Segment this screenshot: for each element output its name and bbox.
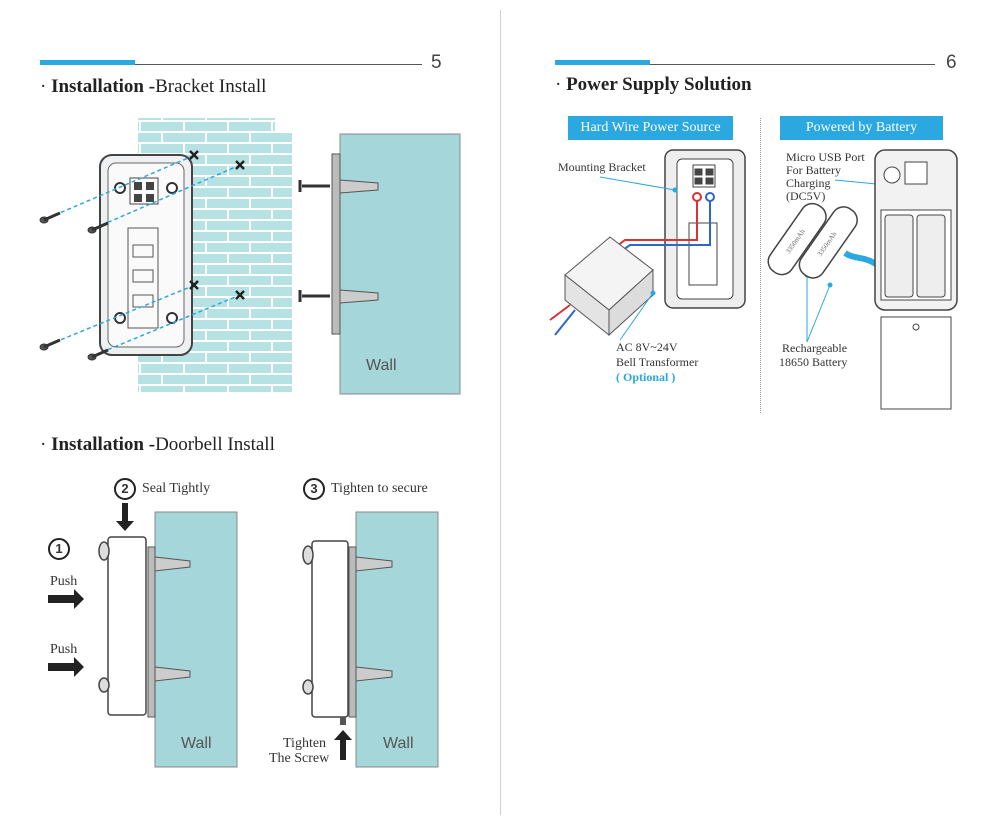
battery-label-2: 18650 Battery [779, 355, 848, 369]
doorbell-left [98, 536, 147, 716]
step-number: 2 [114, 478, 136, 500]
doorbell-install-figure [48, 503, 439, 768]
transformer-label-1: AC 8V~24V [616, 340, 678, 354]
usb-label-1: Micro USB Port [786, 150, 865, 164]
section-heading-bold: Installation - [51, 76, 156, 97]
battery-pill: Powered by Battery [780, 116, 943, 140]
wall-label-2: Wall [181, 735, 212, 752]
battery-label-1: Rechargeable [782, 341, 848, 355]
wall-right [355, 511, 439, 768]
power-supply-figure: 3350mAh 3350mAh [549, 149, 958, 410]
wall-left [154, 511, 238, 768]
bracket-hardwire [664, 149, 746, 309]
page-divider [500, 10, 501, 815]
mounting-bracket-label: Mounting Bracket [558, 160, 646, 174]
screw-guide-lines [47, 154, 241, 356]
bracket-install-figure [39, 118, 461, 395]
usb-label-4: (DC5V) [786, 189, 826, 203]
doorbell-battery-unit [874, 149, 958, 410]
side-wall [339, 133, 461, 395]
header-accent-bar [40, 60, 135, 65]
side-screws [298, 180, 330, 302]
usb-label-3: Charging [786, 176, 831, 190]
drill-point-marks [189, 150, 245, 300]
power-supply-heading: · Power Supply Solution [555, 74, 752, 95]
tighten-label-2: The Screw [269, 751, 330, 766]
page-number: 5 [431, 52, 442, 73]
push-arrows [48, 503, 134, 677]
bell-transformer [564, 236, 654, 337]
push-label-1: Push [50, 574, 78, 589]
section-heading-text: Doorbell Install [155, 434, 275, 455]
step-text: Seal Tightly [142, 481, 211, 497]
step3-label: 3 Tighten to secure [303, 478, 428, 500]
mounting-bracket [99, 154, 193, 356]
section-heading-doorbell: · Installation -Doorbell Install [40, 434, 275, 455]
battery-cells: 3350mAh 3350mAh [767, 202, 858, 279]
screw-icons [39, 211, 109, 361]
tighten-label-1: Tighten [283, 736, 327, 751]
transformer-label-2: Bell Transformer [616, 355, 699, 369]
power-supply-title: Power Supply Solution [566, 74, 752, 95]
header-accent-bar [555, 60, 650, 65]
step-text: Tighten to secure [331, 481, 428, 497]
step-number: 3 [303, 478, 325, 500]
usb-label-2: For Battery [786, 163, 841, 177]
transformer-optional-label: ( Optional ) [616, 370, 676, 384]
page-number: 6 [946, 52, 957, 73]
section-heading-text: Bracket Install [155, 76, 267, 97]
section-heading-bracket: · Installation -Bracket Install [40, 76, 267, 97]
step2-label: 2 Seal Tightly [114, 478, 210, 500]
push-label-2: Push [50, 642, 78, 657]
header-rule [650, 64, 935, 65]
wall-label-1: Wall [366, 357, 397, 374]
section-divider-dotted [760, 118, 761, 413]
header-rule [135, 64, 422, 65]
hard-wire-pill: Hard Wire Power Source [568, 116, 733, 140]
step1-label: 1 [48, 538, 76, 560]
tighten-arrow [334, 717, 352, 760]
step-number: 1 [48, 538, 70, 560]
doorbell-right [302, 540, 349, 718]
wall-anchors [339, 179, 379, 304]
wall-label-3: Wall [383, 735, 414, 752]
section-heading-bold: Installation - [51, 434, 156, 455]
